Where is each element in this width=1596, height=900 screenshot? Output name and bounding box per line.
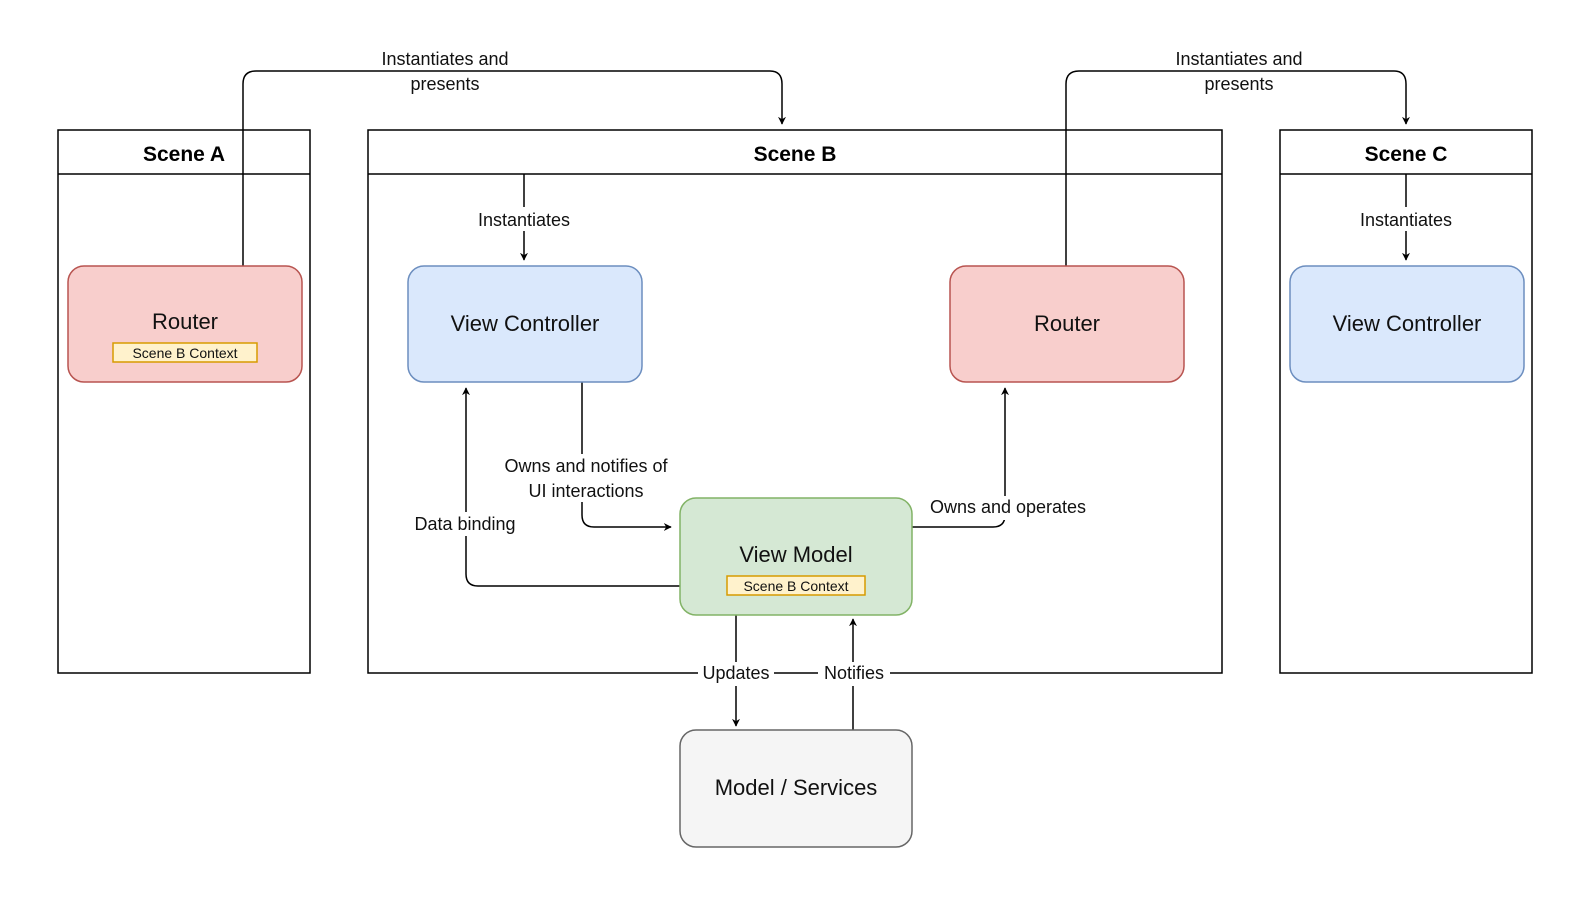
router-b-label: Router [1034,311,1100,336]
edge-b-instantiates-label: Instantiates [478,210,570,230]
edge-owns-notifies-label-line1: Owns and notifies of [504,456,668,476]
edge-b-to-c-label-line1: Instantiates and [1175,49,1302,69]
scene-b-title: Scene B [754,143,837,166]
edge-b-to-c [1065,70,1410,266]
view-controller-b-node[interactable]: View Controller [407,265,643,383]
edge-b-to-c-label-line2: presents [1204,74,1273,94]
edge-owns-operates-label: Owns and operates [930,497,1086,517]
model-services-label: Model / Services [715,775,878,800]
edge-a-to-b [242,70,786,266]
edge-owns-notifies-label-line2: UI interactions [528,481,643,501]
edge-a-to-b-label-line2: presents [410,74,479,94]
view-controller-b-label: View Controller [451,311,600,336]
view-model-node[interactable]: View Model Scene B Context [679,497,913,616]
edge-c-instantiates-label: Instantiates [1360,210,1452,230]
scene-a-container: Scene A [57,129,311,674]
scene-c-title: Scene C [1365,143,1448,166]
edge-data-binding [462,387,680,587]
router-a-context-badge [112,342,258,363]
router-b-node[interactable]: Router [949,265,1185,383]
view-model-context-badge [726,575,866,596]
edge-owns-notifies [581,382,672,531]
scene-a-title: Scene A [143,143,225,166]
router-a-node[interactable]: Router Scene B Context [67,265,303,383]
view-controller-c-node[interactable]: View Controller [1289,265,1525,383]
edge-a-to-b-label-line1: Instantiates and [381,49,508,69]
view-controller-c-label: View Controller [1333,311,1482,336]
router-a-context-label: Scene B Context [132,345,237,361]
router-a-label: Router [152,309,218,334]
model-services-node[interactable]: Model / Services [679,729,913,848]
edge-notifies-label: Notifies [824,663,884,683]
view-model-label: View Model [739,542,852,567]
view-model-context-label: Scene B Context [743,578,848,594]
edge-data-binding-label: Data binding [414,514,515,534]
edge-updates-label: Updates [702,663,769,683]
